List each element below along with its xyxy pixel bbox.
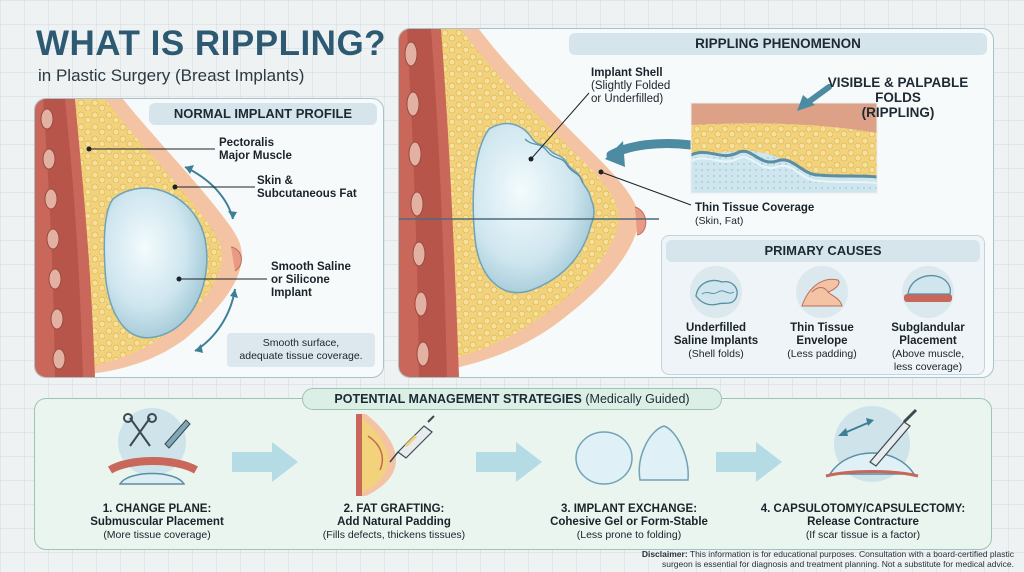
label-thin-tissue: Thin Tissue Coverage (Skin, Fat) xyxy=(695,202,815,227)
disclaimer: Disclaimer: This information is for educ… xyxy=(641,549,1014,569)
normal-note: Smooth surface,adequate tissue coverage. xyxy=(227,333,375,367)
primary-causes-heading: PRIMARY CAUSES xyxy=(666,240,980,262)
page-title: WHAT IS RIPPLING? xyxy=(36,24,387,63)
thin-tissue-icon xyxy=(796,266,848,318)
label-implant-shell: Implant Shell (Slightly Folded or Underf… xyxy=(591,67,671,105)
label-skin-fat: Skin &Subcutaneous Fat xyxy=(257,175,357,200)
normal-panel-heading: NORMAL IMPLANT PROFILE xyxy=(149,103,377,125)
page-subtitle: in Plastic Surgery (Breast Implants) xyxy=(38,66,305,85)
strategy-change-plane: 1. CHANGE PLANE: Submuscular Placement (… xyxy=(90,503,224,541)
causes-icons xyxy=(690,266,954,318)
strategy-capsulotomy: 4. CAPSULOTOMY/CAPSULECTOMY: Release Con… xyxy=(760,503,966,541)
rippling-panel-heading: RIPPLING PHENOMENON xyxy=(569,33,987,55)
strategy-fat-grafting: 2. FAT GRAFTING: Add Natural Padding (Fi… xyxy=(322,503,466,541)
rippling-breast-illustration xyxy=(399,29,878,377)
subglandular-placement-icon xyxy=(902,266,954,318)
rippling-panel: RIPPLING PHENOMENON Implant Shell (Sligh… xyxy=(398,28,994,378)
strategy-implant-exchange: 3. IMPLANT EXCHANGE: Cohesive Gel or For… xyxy=(550,503,708,541)
management-heading: POTENTIAL MANAGEMENT STRATEGIES (Medical… xyxy=(302,388,722,410)
underfilled-saline-icon xyxy=(690,266,742,318)
normal-breast-illustration xyxy=(35,99,267,377)
